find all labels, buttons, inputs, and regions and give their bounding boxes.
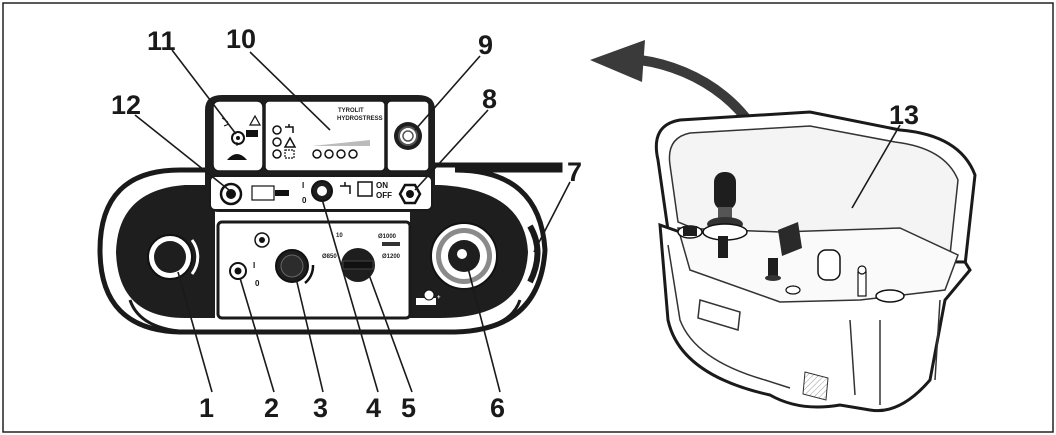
control-housing-3d <box>654 110 977 413</box>
control-panel: TYROLIT HYDROSTRESS I 0 ON OFF <box>97 95 563 335</box>
dia-1000-label: Ø1000 <box>378 234 397 240</box>
callout-1: 1 <box>199 393 214 423</box>
callout-8: 8 <box>482 84 497 114</box>
dia-10-label: 10 <box>336 233 343 239</box>
motor-icon <box>284 149 295 159</box>
status-warning-icon <box>283 136 297 148</box>
beacon-icon <box>227 154 247 160</box>
switch-2-pos-0: 0 <box>255 279 260 288</box>
callout-3: 3 <box>313 393 328 423</box>
dia-1200-label: Ø1200 <box>382 254 401 260</box>
callout-7: 7 <box>567 157 582 187</box>
leader-lines <box>134 49 901 393</box>
switch-off-label: OFF <box>376 191 392 200</box>
callout-4: 4 <box>366 393 381 423</box>
callout-2: 2 <box>264 393 279 423</box>
switch-4-pos-1: I <box>302 181 304 190</box>
svg-text:+: + <box>437 295 441 301</box>
brand-logo: TYROLIT <box>338 108 364 114</box>
callout-10: 10 <box>226 24 256 54</box>
joystick-handle[interactable] <box>714 172 736 210</box>
switch-on-label: ON <box>376 181 388 190</box>
callout-13: 13 <box>889 100 919 130</box>
callout-12: 12 <box>111 90 141 120</box>
brand-subtitle: HYDROSTRESS <box>337 116 383 122</box>
callout-11: 11 <box>147 26 176 56</box>
callout-5: 5 <box>401 393 416 423</box>
status-display <box>264 100 386 172</box>
switch-2-pos-1: I <box>253 261 255 270</box>
callout-9: 9 <box>478 30 493 60</box>
battery-icon <box>246 130 258 137</box>
dia-850-label: Ø850 <box>322 254 337 260</box>
water-tap-icon <box>285 124 294 133</box>
warning-icon <box>248 114 262 126</box>
switch-4-pos-0: 0 <box>302 196 307 205</box>
callout-labels: 1 2 3 4 5 6 7 8 9 10 11 12 13 <box>111 24 919 423</box>
callout-6: 6 <box>490 393 505 423</box>
